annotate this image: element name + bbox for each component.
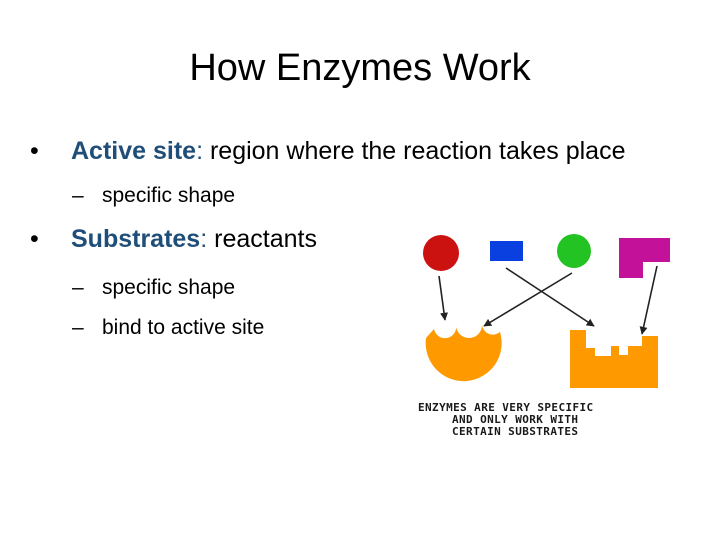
slide-body: • Active site: region where the reaction … bbox=[30, 134, 670, 342]
sub-bullet-bind-to-active-site: –bind to active site bbox=[30, 314, 670, 342]
dash-marker: – bbox=[72, 316, 84, 339]
caption-line-1: ENZYMES ARE VERY SPECIFIC bbox=[418, 401, 594, 414]
green-circle-substrate-icon bbox=[557, 234, 591, 268]
sub-bullet-text: bind to active site bbox=[102, 316, 265, 339]
bullet-substrates: • Substrates: reactants bbox=[30, 222, 670, 256]
term-colon: : bbox=[196, 137, 204, 165]
term-active-site: Active site bbox=[71, 137, 197, 165]
term-colon: : bbox=[200, 225, 208, 253]
bullet-marker: • bbox=[30, 225, 39, 253]
dash-marker: – bbox=[72, 276, 84, 299]
sub-bullet-specific-shape: –specific shape bbox=[30, 182, 670, 210]
bullet-active-site: • Active site: region where the reaction … bbox=[30, 134, 691, 168]
sub-bullet-text: specific shape bbox=[102, 276, 236, 299]
dash-marker: – bbox=[72, 184, 84, 207]
enzyme-specificity-figure: ENZYMES ARE VERY SPECIFIC AND ONLY WORK … bbox=[418, 234, 670, 438]
caption-line-2: AND ONLY WORK WITH bbox=[452, 413, 578, 426]
arrow-red-to-orange bbox=[438, 275, 448, 321]
term-substrates: Substrates bbox=[71, 225, 201, 253]
magenta-hook-substrate-icon bbox=[619, 238, 670, 278]
arrow-blue-to-notched bbox=[505, 267, 595, 327]
slide-title: How Enzymes Work bbox=[189, 47, 531, 89]
bullet-text: region where the reaction takes place bbox=[203, 137, 626, 165]
orange-round-enzyme-icon bbox=[425, 325, 502, 382]
arrow-magenta-to-notched bbox=[639, 265, 658, 335]
red-circle-substrate-icon bbox=[423, 235, 459, 271]
orange-notched-enzyme-icon bbox=[570, 330, 658, 388]
arrow-green-to-round bbox=[483, 272, 573, 327]
caption-line-3: CERTAIN SUBSTRATES bbox=[452, 425, 578, 438]
bullet-text: reactants bbox=[207, 225, 317, 253]
sub-bullet-specific-shape: –specific shape bbox=[30, 274, 670, 302]
bullet-marker: • bbox=[30, 137, 39, 165]
sub-bullet-text: specific shape bbox=[102, 184, 236, 207]
blue-square-substrate-icon bbox=[490, 241, 523, 261]
